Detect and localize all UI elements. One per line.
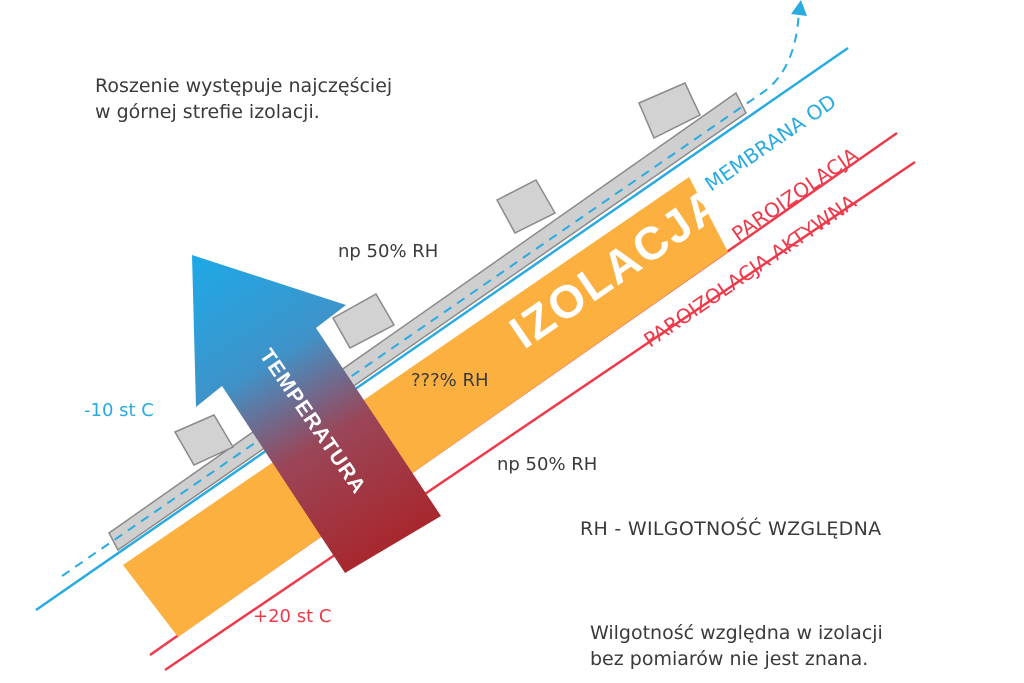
rh-definition: RH - WILGOTNOŚĆ WZGLĘDNA	[580, 518, 882, 540]
temp-inside-label: +20 st C	[253, 606, 331, 627]
roof-tile	[173, 414, 235, 466]
membrane-line	[35, 46, 849, 612]
roof-tile	[495, 179, 557, 234]
roof-tile	[638, 82, 701, 140]
rh-outside-label: np 50% RH	[338, 241, 438, 262]
measurement-note-line-2: bez pomiarów nie jest znana.	[590, 648, 869, 670]
roof-tile	[331, 292, 396, 350]
measurement-note: Wilgotność względna w izolacji bez pomia…	[590, 620, 883, 672]
ventilation-arrowhead-icon	[791, 0, 807, 16]
insulation-block	[123, 177, 728, 637]
temperature-arrow	[192, 255, 441, 573]
condensation-note-line-1: Roszenie występuje najczęściej	[95, 75, 393, 97]
temp-outside-label: -10 st C	[84, 400, 154, 421]
rh-inside-label: np 50% RH	[497, 454, 597, 475]
ventilation-flow-line	[61, 7, 800, 577]
measurement-note-line-1: Wilgotność względna w izolacji	[590, 622, 883, 644]
condensation-note-line-2: w górnej strefie izolacji.	[95, 101, 320, 123]
condensation-note: Roszenie występuje najczęściej w górnej …	[95, 73, 392, 125]
rh-insulation-label: ???% RH	[411, 370, 489, 391]
vapor-barrier-active-line	[164, 160, 916, 672]
